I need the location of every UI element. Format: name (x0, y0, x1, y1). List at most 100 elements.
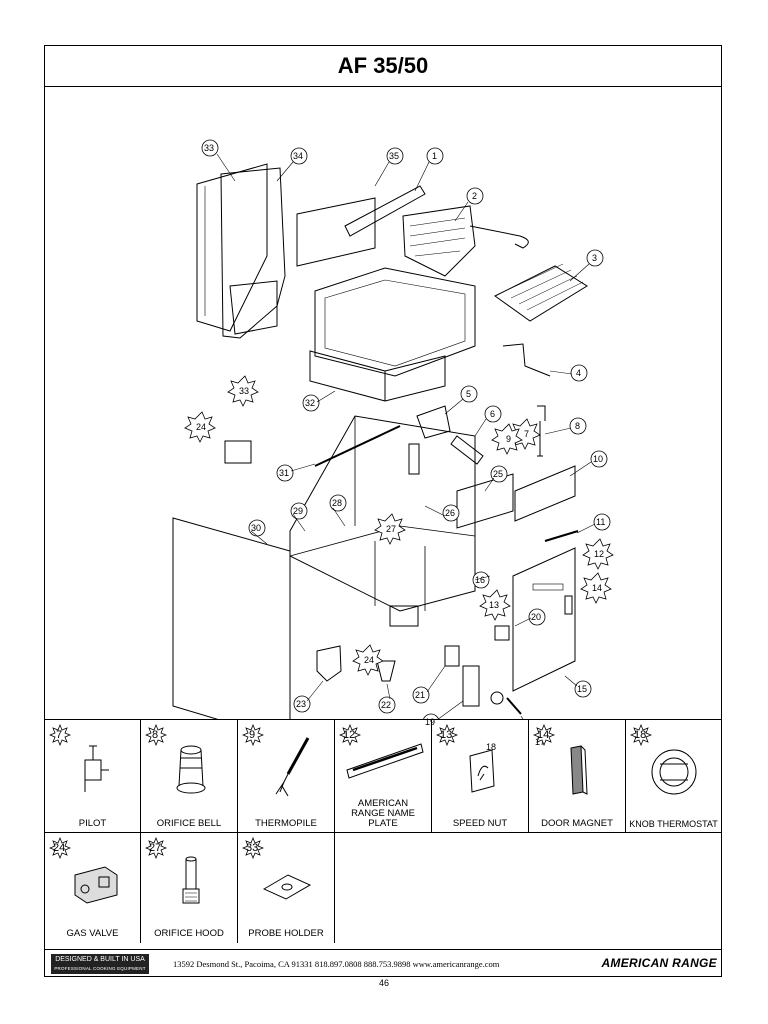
page-title: AF 35/50 (337, 53, 429, 78)
pilot-assembly-shape (537, 405, 546, 457)
callout-1 (426, 147, 444, 165)
callout-16 (472, 571, 490, 589)
callout-star-icon (145, 724, 167, 746)
callout-star-icon (533, 724, 555, 746)
callout-20 (528, 608, 546, 626)
pilot-icon (84, 745, 109, 792)
callout-21 (412, 686, 430, 704)
callout-15 (574, 680, 592, 698)
made-in-usa-badge: DESIGNED & BUILT IN USA PROFESSIONAL COO… (51, 954, 149, 974)
page-number: 46 (378, 978, 389, 988)
callout-label-12: 12 (594, 549, 605, 559)
callout-star-icon (49, 724, 71, 746)
part-34-shape (196, 163, 268, 332)
part-18-shape (490, 691, 504, 705)
legend-cell-thermopile: 9 THERMOPILE (238, 720, 335, 833)
probe-holder-icon (262, 874, 312, 900)
callout-27 (374, 513, 406, 545)
callout-label-1: 1 (432, 151, 438, 161)
callout-label-9: 9 (506, 434, 512, 444)
legend-caption: DOOR MAGNET (541, 818, 613, 829)
callout-4 (570, 364, 588, 382)
callout-5 (460, 385, 478, 403)
callout-label-28: 28 (332, 498, 343, 508)
speed-nut-icon (469, 749, 495, 793)
part-20-shape (494, 625, 510, 641)
part-30-shape (172, 517, 291, 719)
callout-label-22: 22 (381, 700, 392, 710)
callout-label-24: 24 (196, 422, 207, 432)
callout-23 (293, 695, 311, 713)
callout-star-icon (242, 724, 264, 746)
callout-label-21: 21 (415, 690, 426, 700)
callout-6 (484, 405, 502, 423)
callout-label-10: 10 (593, 454, 604, 464)
callout-label-19: 19 (425, 717, 436, 727)
callout-36 (386, 147, 404, 165)
legend-cell-knob-thermostat: 18 KNOB THERMOSTAT (626, 720, 721, 833)
legend-caption: ORIFICE HOOD (154, 928, 224, 939)
legend-number: 27 (149, 842, 162, 854)
callout-31 (276, 464, 294, 482)
callout-label-27: 27 (386, 524, 397, 534)
callout-11 (593, 513, 611, 531)
part-17-shape (506, 697, 522, 715)
parts-sheet: AF 35/50 (44, 45, 722, 977)
fry-pot-shape (314, 267, 476, 377)
legend-number: 14 (537, 729, 550, 741)
legend-row-2: 24 GAS VALVE 27 ORIFICE HOOD 33 PROBE HO… (45, 832, 721, 943)
legend-cell-probe-holder: 33 PROBE HOLDER (238, 833, 335, 943)
part-24-shape (224, 440, 252, 464)
callout-label-31: 31 (279, 468, 290, 478)
legend-cell-door-magnet: 14 DOOR MAGNET (529, 720, 626, 833)
callout-star-icon (339, 724, 361, 746)
callout-34 (201, 139, 219, 157)
legend-caption: PROBE HOLDER (248, 928, 324, 939)
legend-caption: PILOT (78, 818, 107, 829)
part-11-shape (544, 530, 579, 542)
part-23-shape (316, 645, 342, 682)
part-19-shape (462, 665, 480, 707)
part-22-shape (376, 660, 396, 682)
legend-cell-orifice-bell: 8 ORIFICE BELL (141, 720, 238, 833)
legend-number: 13 (440, 729, 453, 741)
legend-number: 18 (634, 729, 647, 741)
callout-35 (290, 147, 308, 165)
callout-22 (378, 696, 396, 714)
legend-caption: ORIFICE BELL (156, 818, 222, 829)
callout-label-20: 20 (531, 612, 542, 622)
callout-24 (184, 411, 216, 443)
legend-caption: THERMOPILE (255, 818, 317, 829)
orifice-hood-icon (182, 856, 200, 904)
callout-33 (227, 375, 259, 407)
part-24b-shape (389, 605, 419, 627)
callout-label-33: 33 (239, 386, 250, 396)
part-36-shape (296, 197, 376, 267)
callout-14 (580, 572, 612, 604)
callout-label-34: 33 (204, 143, 215, 153)
callout-label-23: 23 (296, 699, 307, 709)
callout-label-18: 18 (486, 742, 497, 752)
callout-label-14: 14 (592, 583, 603, 593)
legend-row-1: 7 PILOT 8 ORIFICE BELL 9 THERMOPILE 12 A… (45, 719, 721, 833)
callout-label-3: 3 (592, 253, 598, 263)
callout-label-32: 32 (305, 398, 316, 408)
knob-thermostat-icon (651, 749, 697, 795)
company-address: 13592 Desmond St., Pacoima, CA 91331 818… (173, 959, 500, 969)
callout-10 (590, 450, 608, 468)
orifice-bell-icon (176, 745, 206, 794)
callout-label-36: 35 (389, 151, 400, 161)
callout-label-25: 25 (493, 469, 504, 479)
title-bar: AF 35/50 (45, 46, 721, 87)
part-2-shape (402, 205, 476, 277)
callout-24b (352, 644, 384, 676)
legend-number: 24 (53, 842, 66, 854)
callout-label-11: 11 (596, 517, 606, 527)
callout-2 (466, 187, 484, 205)
callout-label-13: 13 (489, 600, 500, 610)
callout-3 (586, 249, 604, 267)
callout-label-4: 4 (576, 368, 582, 378)
callout-label-30: 30 (251, 523, 262, 533)
callout-13 (479, 589, 511, 621)
callout-label-6: 6 (490, 409, 496, 419)
